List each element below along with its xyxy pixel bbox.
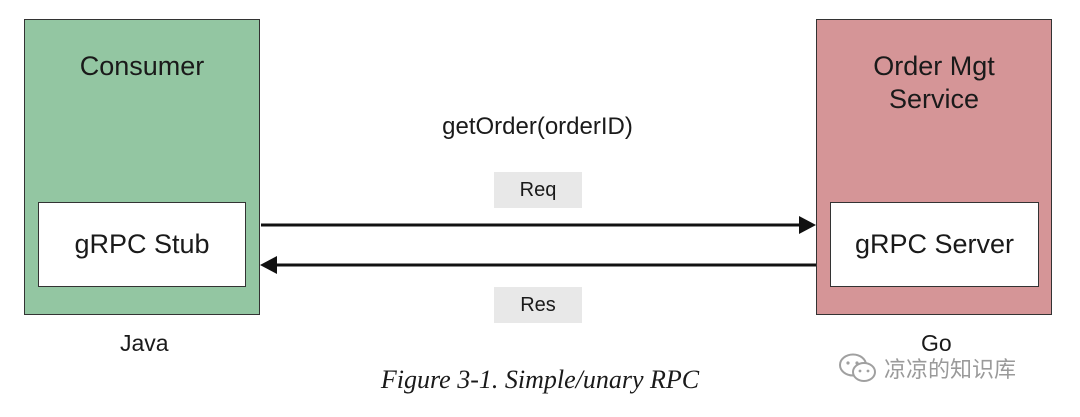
wechat-icon — [839, 353, 876, 382]
grpc-stub-box: gRPC Stub — [38, 202, 246, 287]
order-service-title-line2: Service — [888, 84, 980, 114]
request-pill: Req — [494, 172, 582, 208]
response-arrowhead — [260, 256, 277, 274]
figure-caption: Figure 3-1. Simple/unary RPC — [380, 365, 700, 394]
order-service-title: Order Mgt Service — [817, 50, 1051, 116]
consumer-title: Consumer — [79, 51, 205, 81]
consumer-language: Java — [120, 330, 169, 356]
watermark-text: 凉凉的知识库 — [884, 357, 1017, 382]
response-label: Res — [520, 293, 556, 316]
order-service-title-line1: Order Mgt — [873, 51, 995, 81]
grpc-server-box: gRPC Server — [830, 202, 1039, 287]
grpc-server-label: gRPC Server — [854, 229, 1015, 259]
consumer-box: Consumer gRPC Stub — [24, 19, 260, 315]
server-language: Go — [921, 330, 952, 356]
order-service-box: Order Mgt Service gRPC Server — [816, 19, 1052, 315]
rpc-call-label: getOrder(orderID) — [442, 113, 633, 140]
grpc-stub-label: gRPC Stub — [74, 229, 210, 259]
request-label: Req — [519, 178, 557, 201]
watermark: 凉凉的知识库 — [838, 352, 1016, 384]
request-arrowhead — [799, 216, 816, 234]
response-pill: Res — [494, 287, 582, 323]
